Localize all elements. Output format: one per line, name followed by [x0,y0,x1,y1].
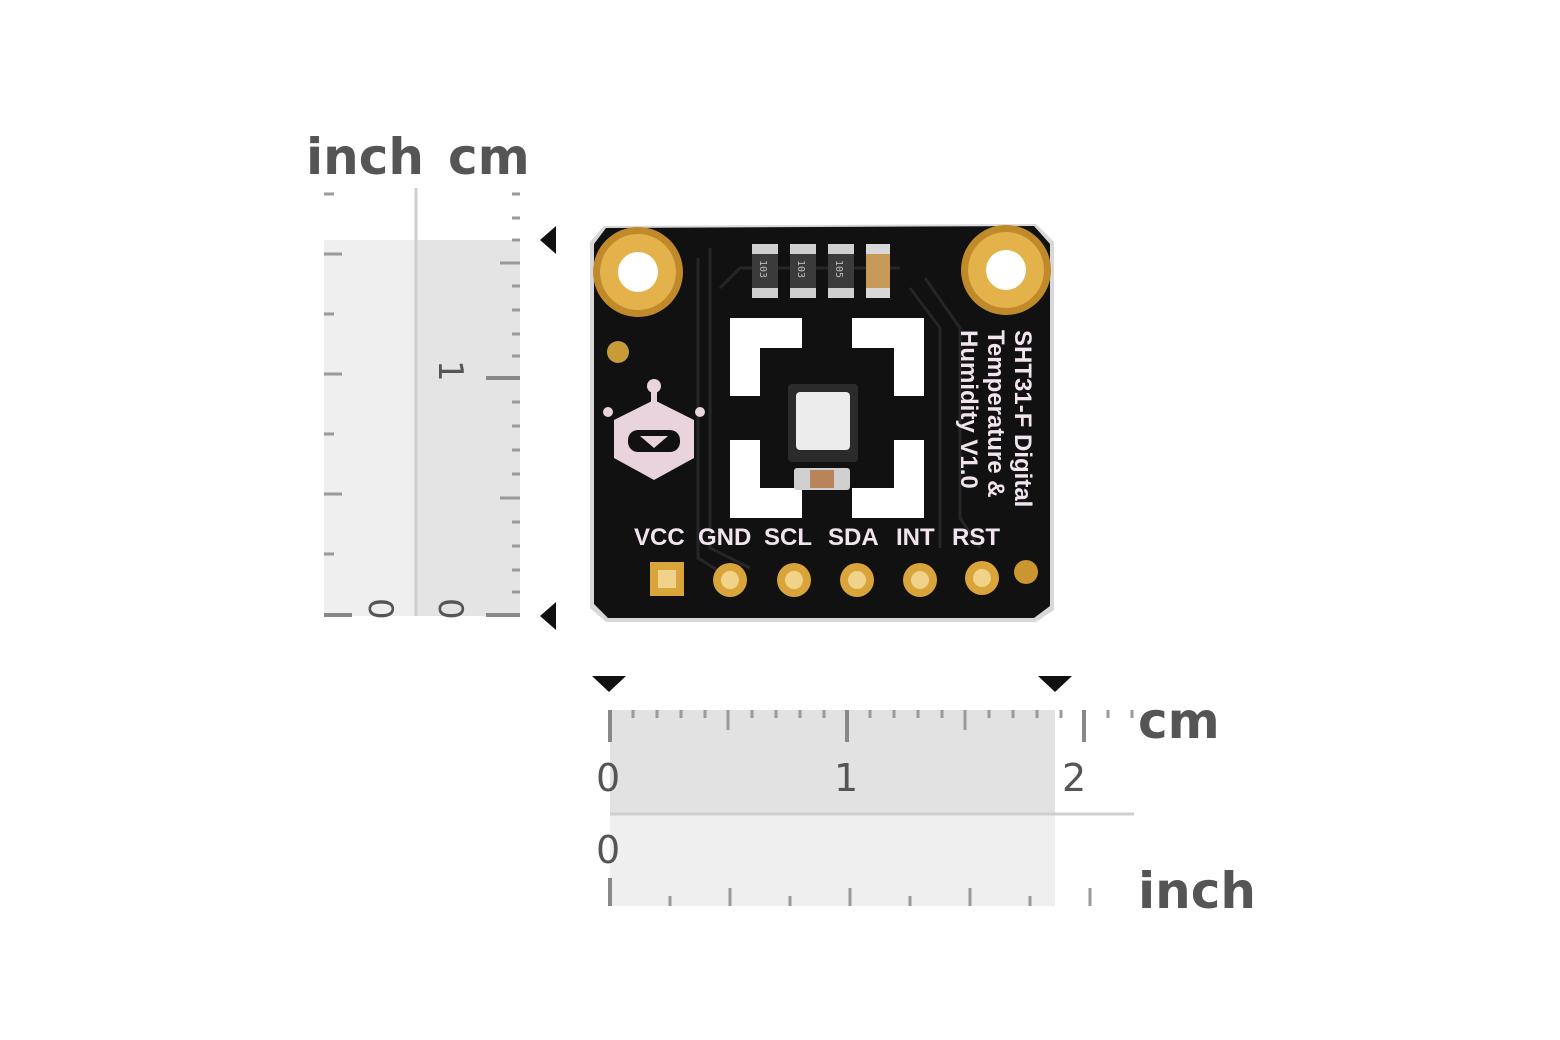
horizontal-ruler-inch-label-0: 0 [596,828,621,872]
board-graphic [590,224,1054,622]
pin-label-rst: RST [952,524,1000,551]
pad-extra [1014,560,1038,584]
pin-label-int: INT [896,524,935,551]
vertical-ruler-cm-ticks [486,192,520,617]
horizontal-ruler-inch-unit: inch [1138,862,1256,920]
vertical-ruler-cm-one: 1 [430,360,470,382]
pin-label-scl: SCL [764,524,812,551]
sensor-isolation-slots [730,318,924,518]
board-title-line-3: Humidity V1.0 [955,330,982,489]
mounting-hole-right [961,225,1051,315]
horizontal-ruler-inch-band [610,814,1055,906]
dfrobot-logo-icon [603,379,705,480]
vertical-ruler-cm-band [416,240,520,616]
board-title-line-2: Temperature & [982,330,1009,498]
fiducial-pad [607,341,629,363]
resistor-code-2: 103 [795,260,806,279]
resistor-code-1: 103 [757,260,768,279]
horizontal-ruler-scale [592,676,1134,906]
horizontal-ruler-left-marker [592,676,626,692]
resistor-array [752,244,890,298]
horizontal-ruler-cm-label-0: 0 [596,756,621,800]
vertical-ruler-inch-band [324,240,416,616]
board-title-line-1: SHT31-F Digital [1009,330,1036,508]
horizontal-ruler-cm-unit: cm [1138,692,1220,750]
board-title-text: SHT31-F Digital Temperature & Humidity V… [955,330,1036,507]
resistor-code-3: 105 [833,260,844,279]
sht31-sensor-chip [788,384,858,490]
vertical-ruler-bottom-marker [540,602,556,630]
pin-label-vcc: VCC [634,524,685,551]
horizontal-ruler-right-marker [1038,676,1072,692]
vertical-ruler-inch-ticks [324,192,352,617]
sht31-sensor-board: 103 103 105 SHT31-F Digital Temperature … [580,218,1070,638]
pin-label-gnd: GND [698,524,752,551]
horizontal-ruler-cm-label-2: 2 [1062,756,1087,800]
vertical-ruler-inch-label: inch [306,128,424,186]
vertical-ruler-cm-label: cm [448,128,530,186]
vertical-ruler-cm-zero: 0 [430,598,470,620]
horizontal-ruler-inch-ticks [608,878,1092,906]
vertical-ruler-inch-zero: 0 [360,598,400,620]
horizontal-ruler-cm-label-1: 1 [834,756,859,800]
vertical-ruler-top-marker [540,226,556,254]
pin-header-pads [650,560,1038,597]
pin-label-sda: SDA [828,524,879,551]
vertical-ruler-scale [324,188,556,630]
mounting-hole-left [593,227,683,317]
horizontal-ruler-cm-band [610,710,1055,814]
horizontal-ruler-cm-ticks [608,710,1134,742]
